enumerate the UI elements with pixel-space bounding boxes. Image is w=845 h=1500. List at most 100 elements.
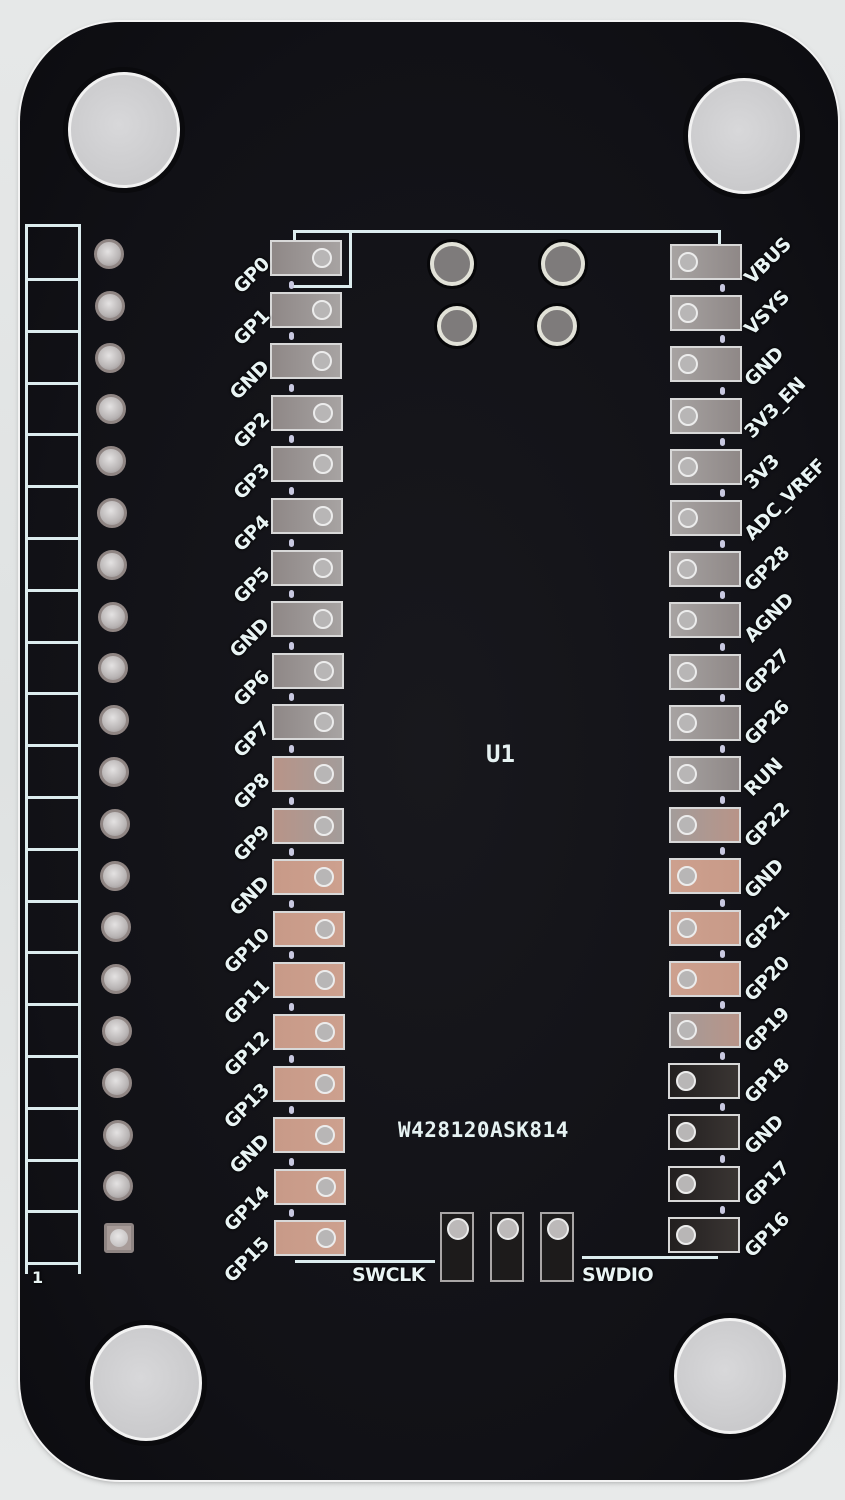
silk-dot — [720, 438, 725, 446]
silk-dot — [289, 951, 294, 959]
via-icon — [312, 454, 333, 474]
silk-dot — [289, 1003, 294, 1011]
swdio-label: SWDIO — [582, 1264, 654, 1286]
castellated-pad-left — [271, 704, 344, 740]
silk-dot — [289, 539, 294, 547]
silk-dot — [720, 1103, 725, 1111]
castellated-pad-right — [669, 551, 742, 587]
header-through-hole — [103, 1171, 133, 1201]
silk-dot — [720, 745, 725, 753]
silk-dot — [720, 694, 725, 702]
via-icon — [676, 969, 697, 989]
via-icon — [676, 1122, 697, 1142]
via-icon — [676, 1071, 697, 1091]
header-through-hole — [100, 912, 131, 942]
silk-dot — [720, 950, 725, 958]
via-icon — [676, 1020, 697, 1040]
via-icon — [677, 406, 698, 426]
silk-dot — [289, 848, 294, 856]
via-icon — [314, 816, 335, 836]
castellated-pad-right — [669, 602, 742, 638]
silk-dot — [289, 332, 294, 340]
castellated-pad-right — [668, 910, 741, 946]
silk-dot — [289, 1106, 294, 1114]
swd-pad-swdio — [540, 1212, 574, 1282]
via-icon — [315, 1228, 336, 1248]
via-icon — [677, 610, 698, 630]
via-icon — [677, 303, 698, 323]
via-icon — [497, 1218, 519, 1240]
castellated-pad-right — [668, 1063, 741, 1099]
header-through-hole — [98, 705, 129, 735]
header-through-hole — [95, 394, 126, 424]
module-outline-top — [296, 230, 720, 233]
castellated-pad-left — [270, 446, 343, 482]
via-icon — [314, 970, 335, 990]
header-cell-divider — [27, 537, 79, 540]
header-cell-divider — [27, 382, 79, 385]
castellated-pad-right — [669, 756, 741, 792]
header-through-hole — [102, 1068, 132, 1098]
usb-mount-hole — [437, 306, 477, 346]
via-icon — [312, 248, 332, 268]
header-cell-divider — [27, 900, 79, 903]
via-icon — [677, 559, 698, 579]
via-icon — [313, 506, 333, 526]
via-icon — [677, 457, 698, 477]
silk-dot — [289, 1055, 294, 1063]
header-cell-divider — [27, 744, 79, 747]
castellated-pad-right — [669, 500, 742, 536]
silk-dot — [720, 387, 725, 395]
castellated-pad-right — [670, 244, 742, 280]
header-through-hole — [94, 291, 125, 321]
silk-dot — [289, 281, 294, 289]
silk-dot — [720, 1001, 725, 1009]
castellated-pad-left — [272, 859, 345, 895]
header-cell-divider — [27, 278, 79, 281]
header-cell-divider — [27, 330, 79, 333]
castellated-pad-left — [270, 395, 343, 431]
castellated-pad-right — [669, 295, 742, 331]
header-outline-right — [78, 224, 81, 1274]
via-icon — [314, 919, 335, 939]
via-icon — [315, 1177, 336, 1197]
header-through-hole — [96, 498, 127, 528]
castellated-pad-right — [668, 1166, 741, 1202]
castellated-pad-right — [668, 807, 741, 843]
via-icon — [315, 1125, 336, 1145]
swclk-label: SWCLK — [352, 1264, 425, 1286]
castellated-pad-right — [669, 654, 742, 690]
silk-dot — [720, 1206, 725, 1214]
module-outline-right — [718, 230, 721, 246]
header-outline-top — [25, 224, 81, 227]
header-through-hole — [96, 446, 126, 476]
silk-dot — [720, 847, 725, 855]
castellated-pad-right — [668, 1217, 741, 1253]
header-cell-divider — [27, 1159, 79, 1162]
silk-dot — [289, 1158, 294, 1166]
via-icon — [314, 867, 335, 887]
via-icon — [315, 1074, 336, 1094]
header-through-hole — [98, 653, 128, 683]
via-icon — [312, 300, 333, 320]
header-cell-divider — [27, 1210, 79, 1213]
silk-dot — [289, 1209, 294, 1217]
castellated-pad-left — [273, 1066, 346, 1102]
via-icon — [312, 403, 333, 423]
castellated-pad-left — [271, 653, 344, 689]
header-cell-divider — [27, 848, 79, 851]
header-cell-divider — [27, 1003, 79, 1006]
header-cell-divider — [27, 1107, 79, 1110]
silk-dot — [289, 590, 294, 598]
castellated-pad-right — [669, 449, 742, 485]
mounting-hole-top-right — [688, 78, 800, 194]
silk-dot — [289, 693, 294, 701]
header-through-hole — [100, 861, 130, 891]
via-icon — [677, 508, 698, 528]
via-icon — [677, 354, 698, 374]
castellated-pad-left — [272, 808, 345, 844]
silk-dot — [289, 797, 294, 805]
via-icon — [676, 866, 697, 886]
via-icon — [677, 764, 697, 784]
castellated-pad-right — [669, 705, 742, 741]
